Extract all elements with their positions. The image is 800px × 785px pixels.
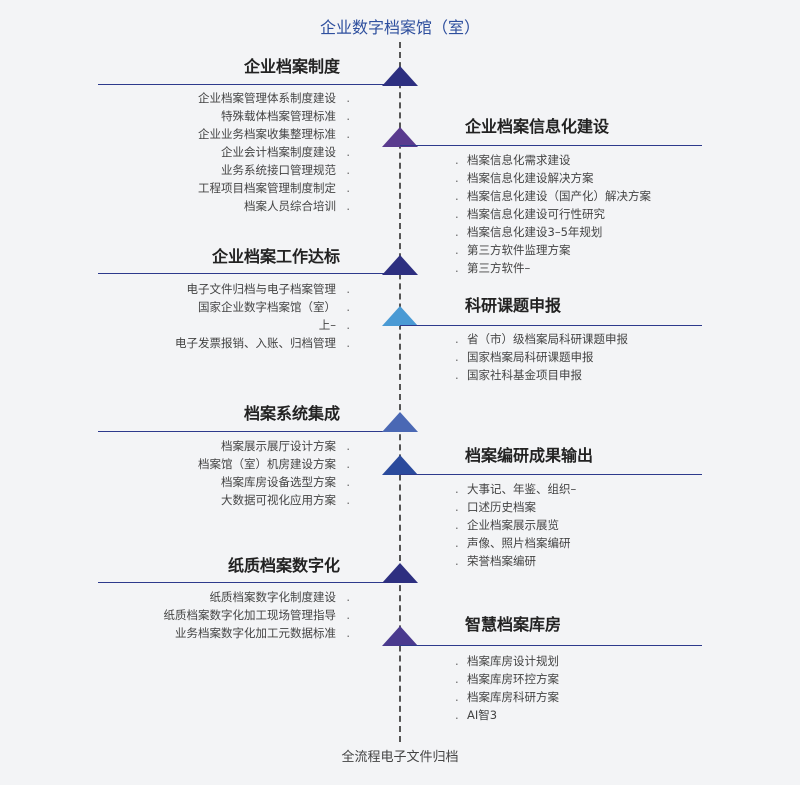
timeline-marker-triangle [382,255,418,275]
list-item: 档案库房环控方案 [455,670,559,688]
list-item: 第三方软件– [455,259,651,277]
right-rule-2 [400,474,702,475]
list-item: 档案信息化建设解决方案 [455,169,651,187]
list-item: 业务系统接口管理规范 [20,161,350,179]
list-item: 档案库房设备选型方案 [20,473,350,491]
left-rule-0 [98,84,400,85]
left-heading-3: 纸质档案数字化 [227,556,340,575]
timeline-marker-triangle [382,455,418,475]
list-item: 档案信息化建设3–5年规划 [455,223,651,241]
right-heading-0: 企业档案信息化建设 [465,117,610,136]
list-item: 业务档案数字化加工元数据标准 [20,624,350,642]
list-item: 国家档案局科研课题申报 [455,348,628,366]
timeline-marker-triangle [382,412,418,432]
list-item: 档案展示展厅设计方案 [20,437,350,455]
list-item: 电子文件归档与电子档案管理 [20,280,350,298]
left-heading-0: 企业档案制度 [243,57,340,76]
list-item: 档案库房设计规划 [455,652,559,670]
list-item: 口述历史档案 [455,498,576,516]
left-list-2: 档案展示展厅设计方案 档案馆（室）机房建设方案 档案库房设备选型方案 大数据可视… [20,437,350,509]
list-item: 国家企业数字档案馆（室） [20,298,350,316]
left-rule-1 [98,273,400,274]
list-item: 企业档案展示展览 [455,516,576,534]
timeline-marker-triangle [382,127,418,147]
list-item: 声像、照片档案编研 [455,534,576,552]
left-list-3: 纸质档案数字化制度建设 纸质档案数字化加工现场管理指导 业务档案数字化加工元数据… [20,588,350,642]
diagram-footer: 全流程电子文件归档 [341,750,459,765]
list-item: 纸质档案数字化加工现场管理指导 [20,606,350,624]
left-rule-3 [98,582,400,583]
list-item: 企业业务档案收集整理标准 [20,125,350,143]
right-list-1: 省（市）级档案局科研课题申报 国家档案局科研课题申报 国家社科基金项目申报 [455,330,628,384]
right-heading-3: 智慧档案库房 [465,615,562,634]
list-item: 电子发票报销、入账、归档管理 [20,334,350,352]
list-item: 工程项目档案管理制度制定 [20,179,350,197]
list-item: 上– [20,316,350,334]
list-item: 档案库房科研方案 [455,688,559,706]
right-rule-3 [400,645,702,646]
right-heading-2: 档案编研成果输出 [465,446,594,465]
list-item: 第三方软件监理方案 [455,241,651,259]
list-item: 档案人员综合培训 [20,197,350,215]
list-item: 纸质档案数字化制度建设 [20,588,350,606]
list-item: 大事记、年鉴、组织– [455,480,576,498]
left-heading-2: 档案系统集成 [243,404,340,423]
list-item: 企业档案管理体系制度建设 [20,89,350,107]
timeline-marker-triangle [382,563,418,583]
timeline-spine [399,42,401,742]
list-item: 企业会计档案制度建设 [20,143,350,161]
left-list-0: 企业档案管理体系制度建设 特殊载体档案管理标准 企业业务档案收集整理标准 企业会… [20,89,350,215]
list-item: 省（市）级档案局科研课题申报 [455,330,628,348]
list-item: 国家社科基金项目申报 [455,366,628,384]
timeline-marker-triangle [382,626,418,646]
diagram-title: 企业数字档案馆（室） [319,18,480,37]
right-rule-0 [400,145,702,146]
right-list-0: 档案信息化需求建设 档案信息化建设解决方案 档案信息化建设（国产化）解决方案 档… [455,151,651,277]
left-rule-2 [98,431,400,432]
list-item: 档案信息化需求建设 [455,151,651,169]
left-list-1: 电子文件归档与电子档案管理 国家企业数字档案馆（室） 上– 电子发票报销、入账、… [20,280,350,352]
list-item: 特殊载体档案管理标准 [20,107,350,125]
right-list-3: 档案库房设计规划 档案库房环控方案 档案库房科研方案 AI智3 [455,652,559,724]
list-item: 荣誉档案编研 [455,552,576,570]
list-item: AI智3 [455,706,559,724]
timeline-marker-triangle [382,66,418,86]
timeline-marker-triangle [382,306,418,326]
list-item: 档案馆（室）机房建设方案 [20,455,350,473]
left-heading-1: 企业档案工作达标 [211,247,340,266]
right-heading-1: 科研课题申报 [465,296,562,315]
list-item: 档案信息化建设可行性研究 [455,205,651,223]
list-item: 大数据可视化应用方案 [20,491,350,509]
list-item: 档案信息化建设（国产化）解决方案 [455,187,651,205]
right-list-2: 大事记、年鉴、组织– 口述历史档案 企业档案展示展览 声像、照片档案编研 荣誉档… [455,480,576,570]
right-rule-1 [400,325,702,326]
